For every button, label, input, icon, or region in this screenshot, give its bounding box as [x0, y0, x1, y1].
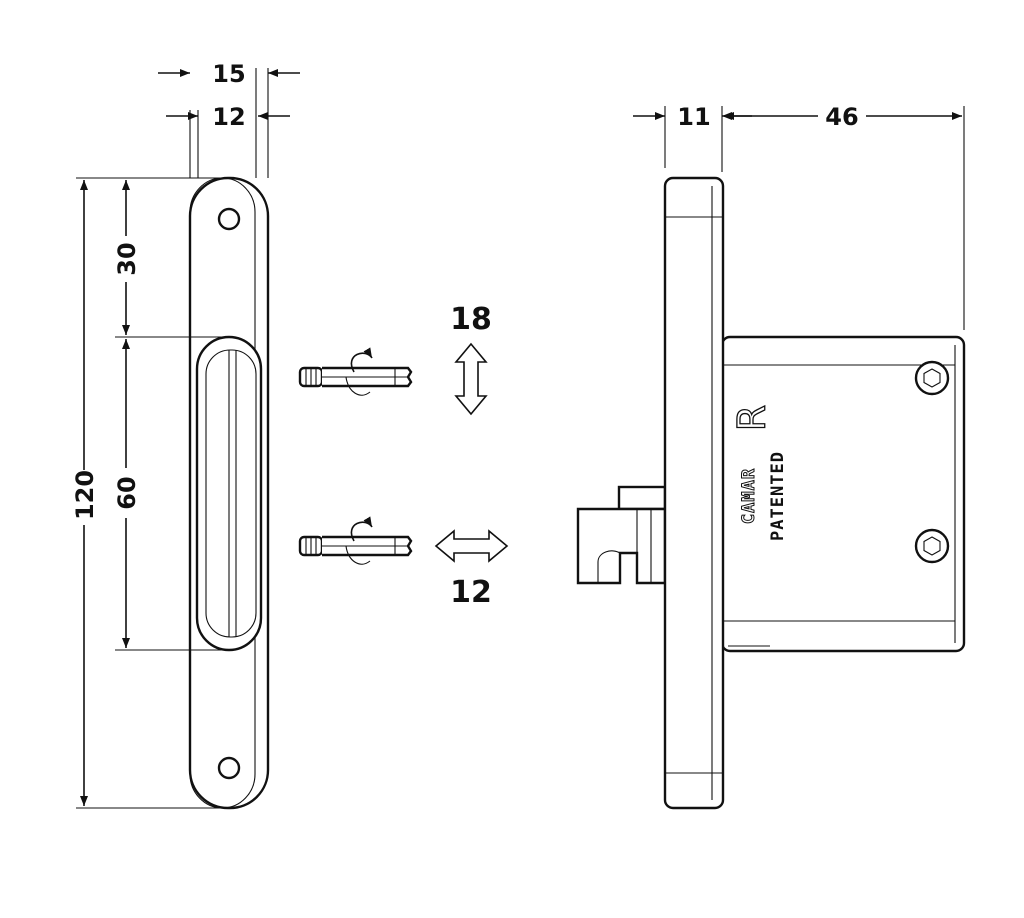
- vertical-adjust-value: 18: [450, 302, 492, 337]
- logo-r: R: [730, 405, 774, 431]
- dim-body-depth: 46: [724, 103, 962, 131]
- screw-hole-top: [217, 207, 241, 231]
- lock-body: R CAMAR PATENTED: [720, 335, 966, 653]
- dim-flange-thickness: 11: [633, 103, 752, 131]
- dim-total-height: 120: [71, 180, 99, 806]
- hex-screw-top: [914, 360, 950, 396]
- vertical-adjust-arrow: 18: [450, 302, 492, 416]
- brand-stamp: CAMAR: [739, 468, 759, 524]
- horizontal-adjust-arrow: 12: [434, 529, 509, 610]
- dim-label-30: 30: [113, 242, 141, 275]
- dim-label-46: 46: [825, 103, 858, 131]
- screw-hole-bottom: [217, 756, 241, 780]
- adjust-screw-bottom: [298, 516, 413, 565]
- dim-label-15: 15: [212, 60, 245, 88]
- dim-label-60: 60: [113, 476, 141, 509]
- hex-screw-bottom: [914, 528, 950, 564]
- lock-flange: [663, 176, 725, 810]
- dim-recess-length: 60: [113, 339, 141, 648]
- dim-label-12: 12: [212, 103, 245, 131]
- adjust-screw-top: [298, 347, 413, 396]
- dim-top-to-recess: 30: [113, 180, 141, 335]
- dim-label-120: 120: [71, 470, 99, 520]
- dim-label-11: 11: [677, 103, 710, 131]
- horizontal-adjust-value: 12: [450, 575, 492, 610]
- face-plate: [188, 176, 270, 810]
- latch-hook: [576, 485, 667, 585]
- dim-plate-inner-width: 12: [166, 103, 290, 131]
- plate-extension-lines: [76, 68, 269, 809]
- patent-stamp: PATENTED: [768, 451, 788, 541]
- dim-plate-outer-width: 15: [158, 60, 300, 88]
